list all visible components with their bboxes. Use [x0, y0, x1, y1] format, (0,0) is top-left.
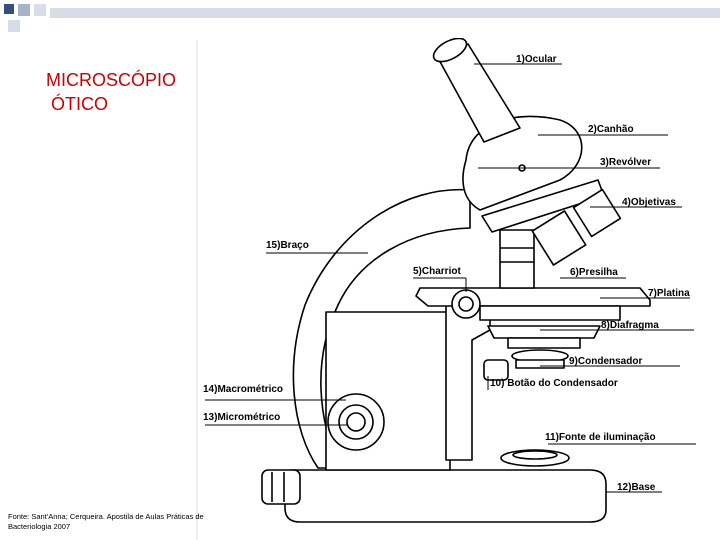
part-labels: 1)Ocular 2)Canhão 3)Revólver 4)Objetivas… — [203, 54, 690, 493]
light-source-lens — [512, 450, 558, 460]
condenser-body — [515, 359, 565, 369]
fine-focus-knob-inner — [346, 412, 366, 432]
label-objetivas: 4)Objetivas — [622, 197, 676, 208]
label-presilha: 6)Presilha — [570, 267, 618, 278]
label-botao-condensador: 10) Botão do Condensador — [490, 378, 618, 389]
objective-2 — [531, 210, 587, 266]
slide-title: MICROSCÓPIO ÓTICO — [46, 68, 176, 116]
objective-1 — [499, 229, 535, 289]
label-platina: 7)Platina — [648, 288, 690, 299]
label-condensador: 9)Condensador — [569, 356, 642, 367]
header-bar-strip — [50, 8, 720, 18]
label-charriot: 5)Charriot — [413, 266, 461, 277]
slide-title-line1: MICROSCÓPIO — [46, 70, 177, 90]
charriot-knob-inner — [458, 296, 474, 312]
header-square-light-2 — [34, 4, 46, 16]
label-base: 12)Base — [617, 482, 656, 493]
source-note: Fonte: Sant'Anna; Cerqueira. Apostila de… — [8, 512, 234, 532]
header-square-mid — [18, 4, 30, 16]
eyepiece-top — [432, 38, 468, 63]
label-macrometrico: 14)Macrométrico — [203, 384, 283, 395]
objective-3 — [572, 188, 622, 238]
label-micrometrico: 13)Micrométrico — [203, 412, 280, 423]
label-diafragma: 8)Diafragma — [601, 320, 659, 331]
header-square-dark — [4, 4, 14, 14]
microscope-diagram: 1)Ocular 2)Canhão 3)Revólver 4)Objetivas… — [196, 38, 696, 540]
header-decoration — [4, 4, 720, 32]
source-line1: Fonte: Sant'Anna; Cerqueira. Apostila de… — [8, 512, 204, 521]
leader-lines — [205, 63, 696, 493]
label-fonte-iluminacao: 11)Fonte de iluminação — [545, 432, 656, 443]
label-revolver: 3)Revólver — [600, 157, 651, 168]
condenser-knob — [483, 359, 509, 381]
stage-column — [445, 299, 491, 461]
base-knob — [261, 469, 301, 505]
label-canhao: 2)Canhão — [588, 124, 634, 135]
slide-title-line2: ÓTICO — [46, 94, 108, 114]
diaphragm-shape — [487, 325, 601, 339]
arm-shape — [292, 188, 471, 469]
source-line2: Bacteriologia 2007 — [8, 522, 71, 531]
stage-plate-edge — [479, 305, 621, 321]
label-braco: 15)Braço — [266, 240, 309, 251]
microscope-drawing — [261, 38, 651, 523]
header-square-light — [8, 20, 20, 32]
diaphragm-ring — [507, 337, 581, 349]
stage-plate — [415, 287, 651, 307]
label-ocular: 1)Ocular — [516, 54, 557, 65]
base-shape — [284, 469, 607, 523]
